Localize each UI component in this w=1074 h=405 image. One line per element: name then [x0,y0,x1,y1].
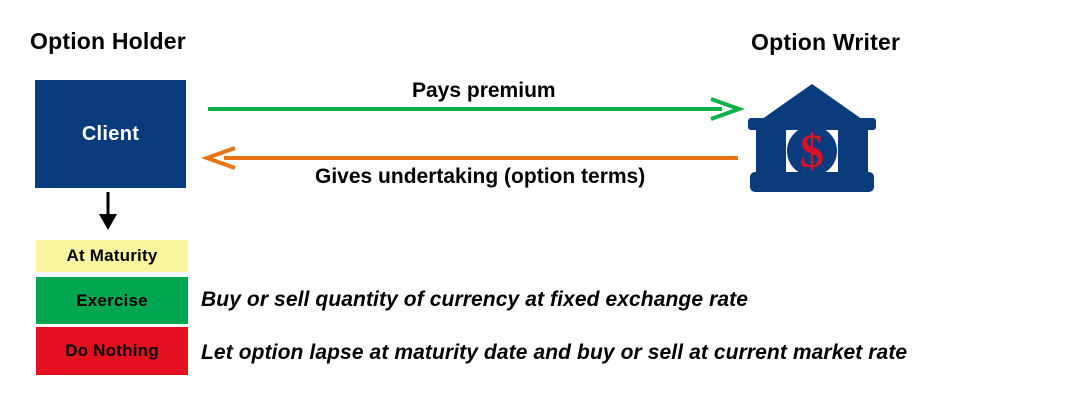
bank-icon: $ [748,84,876,192]
down-arrow-icon [99,192,117,230]
outcome-at-maturity: At Maturity [36,240,188,272]
pays-premium-label: Pays premium [412,79,556,102]
option-holder-title: Option Holder [30,28,186,54]
outcome-do-nothing-label: Do Nothing [65,341,159,360]
gives-undertaking-arrow [201,146,738,170]
outcome-do-nothing: Do Nothing [36,327,188,375]
outcome-exercise-description: Buy or sell quantity of currency at fixe… [201,288,748,311]
outcome-exercise-label: Exercise [76,290,148,310]
svg-text:$: $ [800,125,824,178]
gives-undertaking-label: Gives undertaking (option terms) [315,165,646,188]
client-box: Client [35,80,186,188]
pays-premium-arrow [208,97,745,121]
outcome-do-nothing-description: Let option lapse at maturity date and bu… [201,341,908,364]
outcome-at-maturity-label: At Maturity [66,246,158,265]
option-writer-title: Option Writer [751,29,901,55]
client-box-label: Client [81,122,140,145]
outcome-exercise: Exercise [36,277,188,324]
